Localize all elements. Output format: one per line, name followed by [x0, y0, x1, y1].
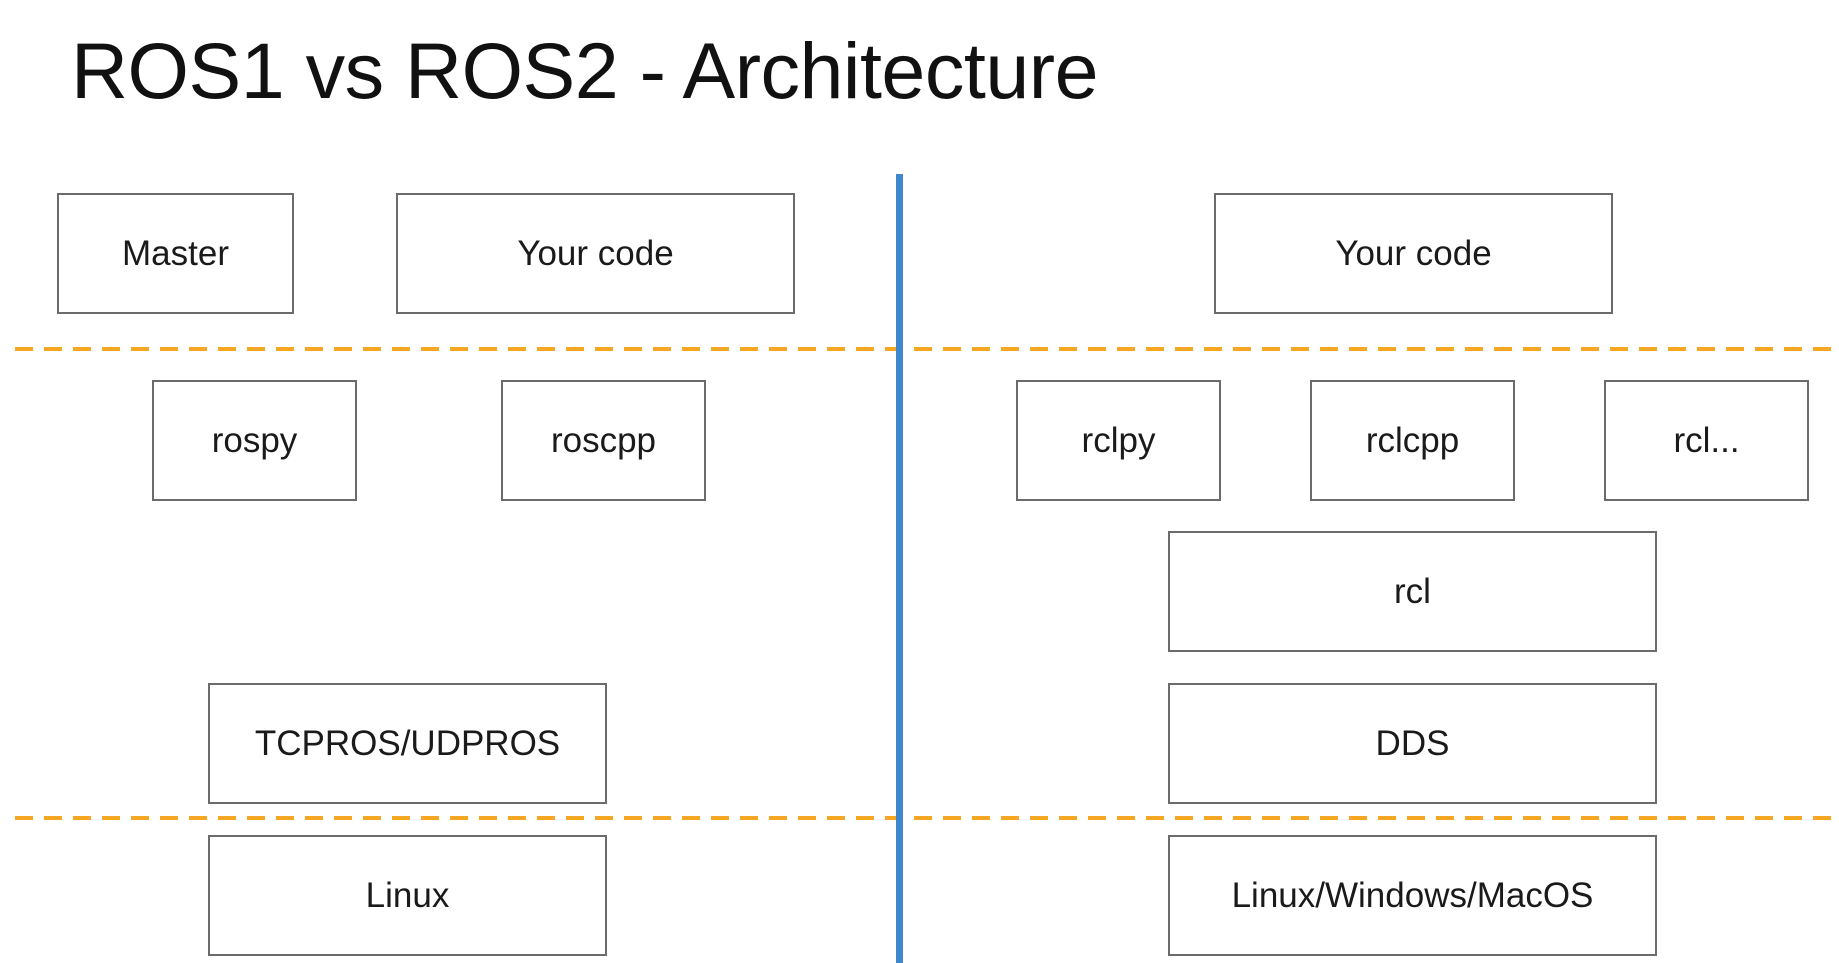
ros2-your-code-box: Your code [1214, 193, 1613, 314]
ros1-rospy-label: rospy [211, 420, 298, 460]
ros1-rospy-box: rospy [152, 380, 357, 501]
ros1-roscpp-label: roscpp [550, 420, 657, 460]
ros2-rclpy-label: rclpy [1081, 420, 1156, 460]
ros2-dds-label: DDS [1375, 723, 1450, 763]
ros2-rcl-other-box: rcl... [1604, 380, 1809, 501]
upper-dashed-separator [15, 347, 1839, 351]
page-title: ROS1 vs ROS2 - Architecture [71, 26, 1099, 115]
ros2-rclcpp-label: rclcpp [1365, 420, 1460, 460]
ros1-transport-label: TCPROS/UDPROS [254, 723, 561, 763]
lower-dashed-separator [15, 816, 1839, 820]
ros1-ros2-divider [896, 174, 903, 963]
ros2-rcl-box: rcl [1168, 531, 1657, 652]
ros1-transport-box: TCPROS/UDPROS [208, 683, 607, 804]
ros1-your-code-box: Your code [396, 193, 795, 314]
ros2-rclpy-box: rclpy [1016, 380, 1221, 501]
ros2-rclcpp-box: rclcpp [1310, 380, 1515, 501]
ros2-your-code-label: Your code [1335, 233, 1492, 273]
ros1-your-code-label: Your code [517, 233, 674, 273]
ros2-rcl-label: rcl [1394, 571, 1431, 611]
ros1-master-box: Master [57, 193, 294, 314]
ros2-os-label: Linux/Windows/MacOS [1231, 875, 1594, 915]
ros1-master-label: Master [122, 233, 229, 273]
ros1-os-label: Linux [365, 875, 450, 915]
ros2-dds-box: DDS [1168, 683, 1657, 804]
ros1-roscpp-box: roscpp [501, 380, 706, 501]
ros1-os-box: Linux [208, 835, 607, 956]
ros2-os-box: Linux/Windows/MacOS [1168, 835, 1657, 956]
ros2-rcl-other-label: rcl... [1673, 420, 1740, 460]
